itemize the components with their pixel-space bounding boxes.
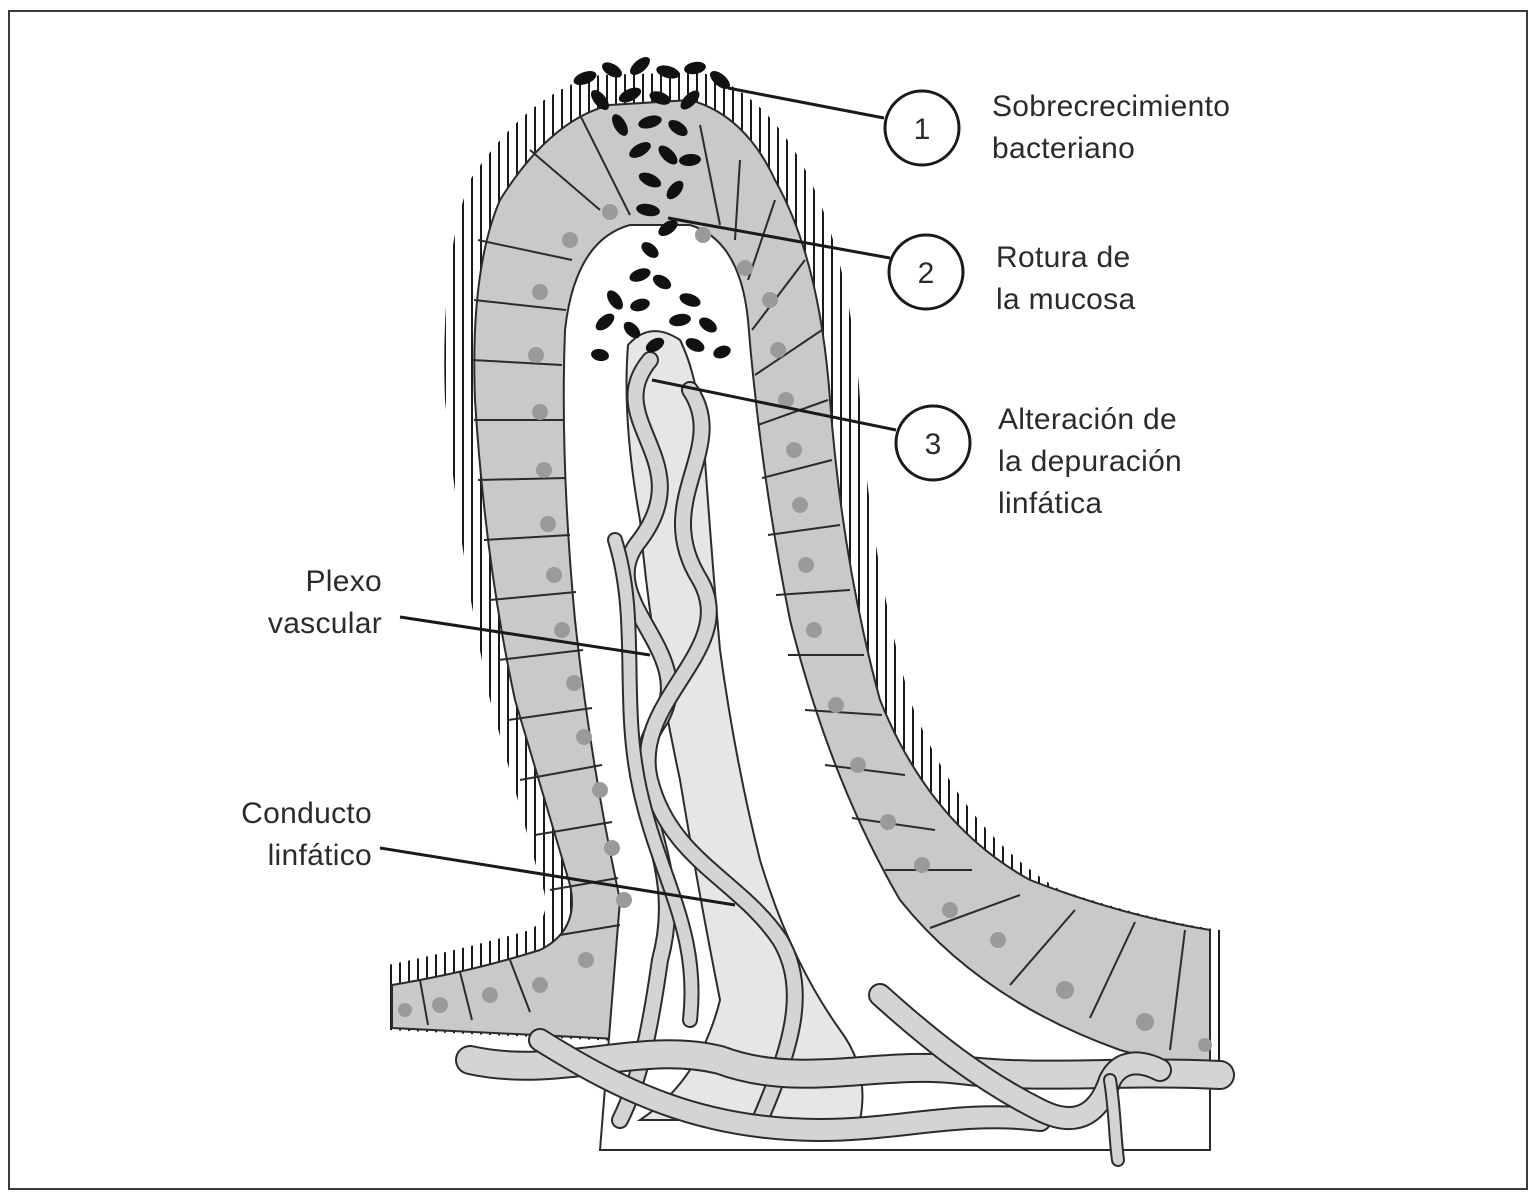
callout-number-2: 2: [918, 257, 935, 290]
label-line: vascular: [268, 603, 382, 645]
label-line: Plexo: [268, 561, 382, 603]
callout-circle-2: 2: [889, 235, 963, 309]
label-lymphatic-duct: Conducto linfático: [241, 793, 372, 877]
label-line: Rotura de: [996, 237, 1135, 279]
callout-number-1: 1: [914, 113, 931, 146]
label-line: linfático: [241, 835, 372, 877]
label-line: la depuración: [998, 441, 1182, 483]
label-line: bacteriano: [992, 128, 1230, 170]
label-line: la mucosa: [996, 279, 1135, 321]
callout-number-3: 3: [925, 428, 942, 461]
callout-circle-1: 1: [885, 91, 959, 165]
label-line: Sobrecrecimiento: [992, 86, 1230, 128]
label-line: Alteración de: [998, 399, 1182, 441]
label-lymphatic-clearance: Alteración de la depuración linfática: [998, 399, 1182, 525]
label-bacterial-overgrowth: Sobrecrecimiento bacteriano: [992, 86, 1230, 170]
label-line: Conducto: [241, 793, 372, 835]
label-mucosal-rupture: Rotura de la mucosa: [996, 237, 1135, 321]
callout-circle-3: 3: [896, 406, 970, 480]
label-vascular-plexus: Plexo vascular: [268, 561, 382, 645]
label-line: linfática: [998, 483, 1182, 525]
